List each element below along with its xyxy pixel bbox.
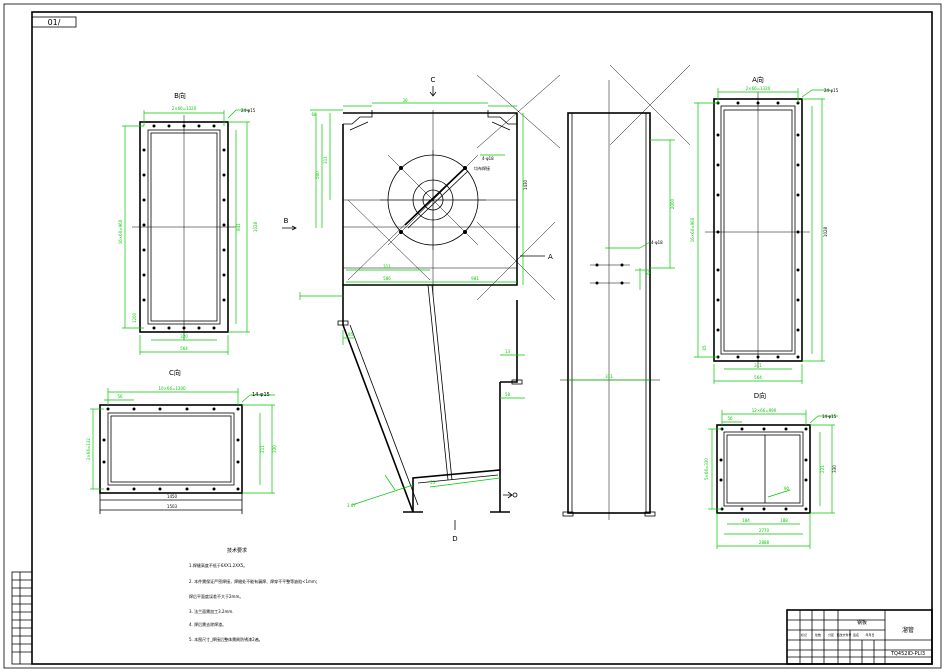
a-view-bot-dim1: 311: [754, 363, 762, 368]
side-view-callout: 4-φ18: [651, 240, 663, 245]
side-view: 2000 4-φ18 311 60: [560, 64, 691, 520]
main-view-dim-left: 68: [311, 112, 317, 117]
d-view-left-small: 56: [727, 416, 733, 421]
title-cell-change: 更改文件号: [836, 632, 851, 637]
main-view-label-a: A: [548, 253, 553, 261]
d-view-flange: [716, 424, 811, 514]
main-view-dim-angle: 3.67: [347, 503, 356, 508]
b-view-top-dim: 2×66=1320: [172, 106, 197, 111]
title-cell-date: 年月日: [865, 632, 874, 637]
notes-item-6: 5. 本图尺寸_焊接后整体需刷防锈漆2遍。: [189, 636, 263, 642]
main-view-callout: 4-φ18: [482, 156, 494, 161]
sheet-inner-border: [31, 11, 933, 665]
b-view: B向 2×66=1320 16×60=960 841 1028 320 564 …: [118, 91, 258, 355]
c-view-bolt-holes: [102, 407, 240, 491]
c-view-bot-dim2: 1503: [167, 504, 178, 509]
notes-title: 技术要求: [227, 547, 247, 554]
d-view-right-small: 90: [784, 486, 790, 491]
sheet-number-box: [31, 16, 77, 28]
a-view-right-dim: 1028: [823, 226, 828, 237]
main-view-dim-height2: 500: [315, 171, 320, 179]
c-view: C向 10×66=1300 56 2×66=132 211 330 1450 1…: [86, 368, 277, 514]
d-view: D向 12×66=990 56 5×66=330 221 330 184 188: [704, 391, 838, 549]
main-view-dim-height1: 311: [323, 156, 328, 164]
sheet-outer-border: [3, 3, 942, 669]
d-view-left-dim: 5×66=330: [704, 458, 709, 480]
b-view-side-small: 1200: [132, 312, 137, 323]
c-view-holes: 14-φ15: [252, 392, 270, 398]
d-view-bot-dim2: 188: [780, 518, 788, 523]
d-view-bot-dim1: 184: [742, 518, 750, 523]
a-view-bolt-holes: [716, 101, 800, 359]
b-view-title: B向: [174, 91, 186, 100]
b-view-bot-dim2: 564: [180, 346, 188, 351]
a-view-bot-dim2: 564: [754, 375, 762, 380]
c-view-right-dim1: 211: [260, 445, 265, 453]
a-view-left-small: 65: [702, 345, 707, 351]
c-view-left-small: 56: [117, 394, 123, 399]
side-view-dim-w: 311: [605, 374, 613, 379]
d-view-bot-dim3: 2770: [759, 528, 770, 533]
c-view-left-dim: 2×66=132: [86, 438, 91, 460]
c-view-flange: [99, 404, 243, 494]
side-view-bolt-holes: [595, 263, 624, 285]
title-name: 溜管: [902, 626, 914, 634]
notes-item-2: 2. 本件需保证严密焊接，焊缝处不能有漏焊、焊穿不平整等缺陷<1mm；: [189, 578, 320, 584]
b-view-holes: 24-φ15: [241, 108, 256, 113]
main-view-dim-side2: 58: [505, 392, 511, 397]
c-view-bot-dim1: 1450: [167, 494, 178, 499]
d-view-title: D向: [754, 391, 766, 400]
main-view-dim-left2: 95: [348, 332, 354, 337]
main-view: C B A D 30 68 311 500 1430 311 586 981 4…: [282, 74, 561, 543]
b-view-bot-dim1: 320: [180, 334, 188, 339]
d-view-top-dim: 12×66=990: [752, 408, 777, 413]
title-cell-mark: 标记: [801, 632, 807, 637]
a-view-top-dim: 2×66=1320: [746, 86, 771, 91]
main-view-dim-width: 981: [471, 276, 479, 281]
notes-item-1: 1.焊缝高度不低于6XX1.2XX5。: [189, 562, 247, 568]
d-view-right-dim1: 221: [820, 465, 825, 473]
revision-strip: [11, 571, 33, 665]
b-view-mid-dim: 841: [236, 223, 241, 231]
main-view-dim-side1: 13: [505, 349, 511, 354]
d-view-bolt-holes: [719, 427, 808, 511]
title-block: 标记 处数 分区 更改文件号 签名 年月日 钢板 溜管 TQ452ID-PLI3: [786, 609, 933, 665]
main-view-dim-top: 30: [402, 98, 408, 103]
a-view-left-dim: 16×60=960: [690, 217, 695, 242]
main-view-arrow-b: B: [284, 217, 289, 225]
sheet-number: 01/: [48, 18, 61, 27]
d-view-bot-dim4: 2888: [759, 540, 770, 545]
side-view-dim-h: 2000: [670, 198, 675, 209]
main-view-callout2: 均布焊接: [474, 165, 490, 171]
notes-item-5: 4. 焊后需去除焊渣。: [189, 621, 226, 627]
notes-item-3: 焊后平面度误差不大于2mm。: [189, 593, 243, 599]
title-material: 钢板: [857, 619, 867, 626]
technical-notes: 技术要求 1.焊缝高度不低于6XX1.2XX5。 2. 本件需保证严密焊接，焊缝…: [189, 547, 320, 642]
main-view-label-d: D: [452, 535, 457, 543]
main-view-arrow-c: C: [431, 76, 436, 84]
b-view-left-dim: 16×60=960: [118, 219, 123, 244]
a-view: A向 2×66=1320 16×60=960 1028 311 564 65 2…: [690, 75, 839, 384]
b-view-bolt-holes: [142, 124, 226, 330]
b-view-right-dim: 1028: [253, 221, 258, 232]
main-view-dim-bottom1: 311: [383, 264, 391, 269]
main-view-dim-r: 1430: [523, 179, 528, 190]
title-cell-count: 处数: [815, 632, 821, 637]
title-cell-zone: 分区: [828, 632, 834, 637]
c-view-top-dim: 10×66=1300: [158, 386, 186, 391]
main-view-dim-bottom2: 586: [383, 276, 391, 281]
a-view-holes: 24-φ15: [824, 88, 839, 93]
notes-item-4: 3. 法兰面需加工3.2mm.: [189, 608, 234, 614]
side-view-dim-a: 60: [645, 271, 651, 276]
c-view-right-dim2: 330: [272, 445, 277, 453]
title-drawing-no: TQ452ID-PLI3: [890, 651, 925, 657]
a-view-title: A向: [752, 75, 764, 84]
c-view-title: C向: [169, 368, 181, 377]
d-view-right-dim2: 330: [832, 465, 837, 473]
main-view-dim-base: 55: [430, 480, 436, 485]
title-cell-sign: 签名: [853, 632, 859, 637]
d-view-holes: 14-φ15: [822, 414, 837, 419]
